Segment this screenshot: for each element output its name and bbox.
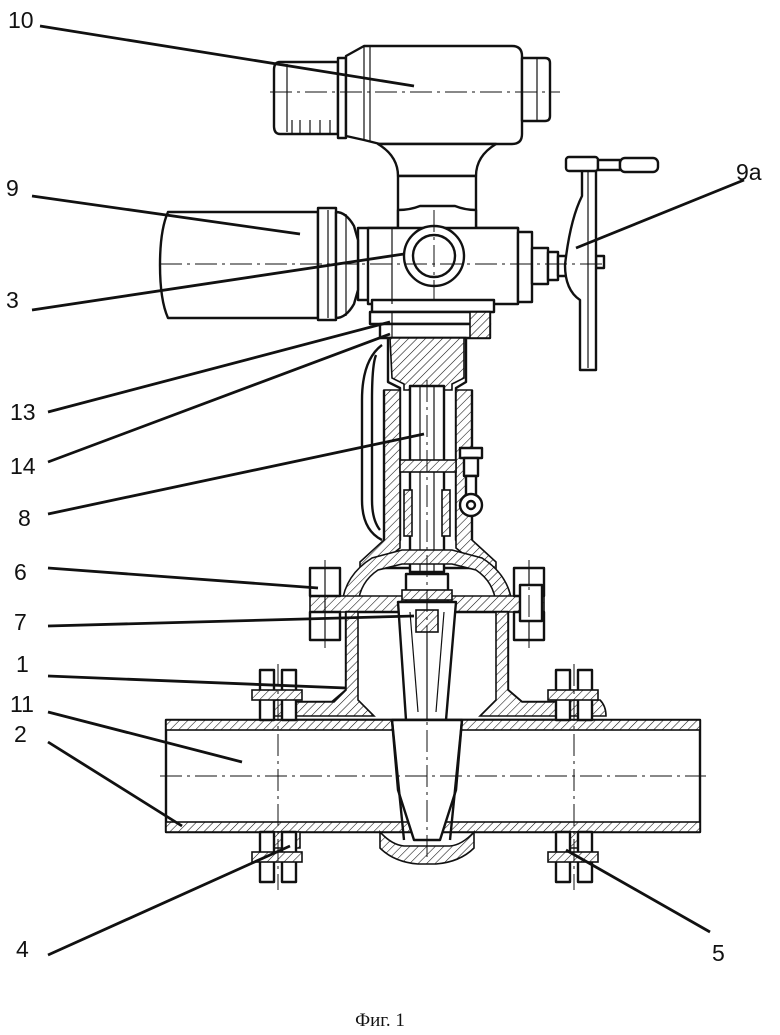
label-5: 5 — [712, 940, 725, 966]
label-9a: 9a — [736, 159, 762, 185]
label-11: 11 — [10, 691, 34, 717]
label-7: 7 — [14, 609, 27, 635]
label-4: 4 — [16, 936, 29, 962]
label-1: 1 — [16, 651, 29, 677]
figure-caption: Фиг. 1 — [355, 1010, 405, 1031]
label-3: 3 — [6, 287, 19, 313]
label-6: 6 — [14, 559, 27, 585]
pipe — [166, 720, 700, 864]
label-13: 13 — [10, 399, 36, 425]
top-motor — [274, 46, 550, 144]
label-8: 8 — [18, 505, 31, 531]
gearbox — [358, 176, 518, 312]
motor-neck — [378, 144, 496, 176]
label-10: 10 — [8, 7, 34, 33]
handwheel — [565, 157, 658, 370]
label-14: 14 — [10, 453, 36, 479]
label-9: 9 — [6, 175, 19, 201]
label-2: 2 — [14, 721, 27, 747]
